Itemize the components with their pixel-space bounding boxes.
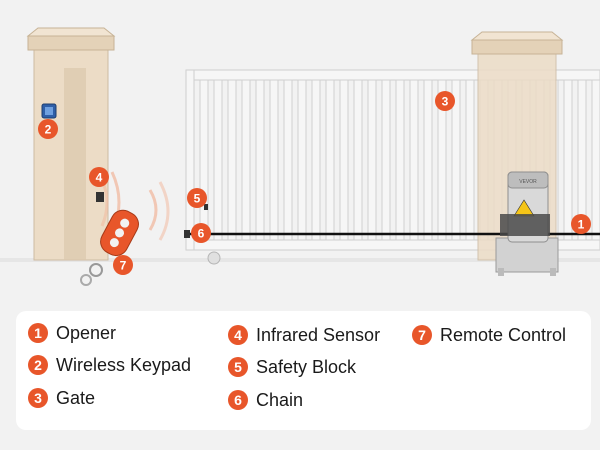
gate-bar xyxy=(577,79,587,241)
legend-badge: 3 xyxy=(28,388,48,408)
callout-number: 3 xyxy=(442,95,449,109)
gate-bar xyxy=(437,79,447,241)
legend-label: Chain xyxy=(256,389,304,410)
gate-wheel xyxy=(207,251,221,265)
legend-badge: 6 xyxy=(228,390,248,410)
gate-bar xyxy=(423,79,433,241)
gate-bar xyxy=(367,79,377,241)
gate-diagram: VEVOR 1 2 3 4 5 6 7 xyxy=(0,27,600,286)
callout-number: 6 xyxy=(198,227,205,241)
gate-bar xyxy=(409,79,419,241)
gate-bar xyxy=(269,79,279,241)
callout-remote-control: 7 xyxy=(113,255,133,275)
safety-block-icon xyxy=(204,204,208,210)
opener-motor: VEVOR xyxy=(495,171,559,276)
ground-line xyxy=(0,258,600,262)
gate-bar xyxy=(241,79,251,241)
callout-circle xyxy=(38,119,58,139)
legend-badge: 2 xyxy=(28,355,48,375)
callout-badges: 1 2 3 4 5 6 7 xyxy=(38,91,591,275)
legend-label: Infrared Sensor xyxy=(256,324,381,345)
legend-badge: 1 xyxy=(28,323,48,343)
legend-item-infrared-sensor: 4 Infrared Sensor xyxy=(228,323,380,347)
legend-item-remote-control: 7 Remote Control xyxy=(412,323,566,347)
callout-circle xyxy=(191,223,211,243)
gate-bar xyxy=(325,79,335,241)
gate-bar xyxy=(381,79,391,241)
gate-bar xyxy=(451,79,461,241)
callout-circle xyxy=(113,255,133,275)
callout-wireless-keypad: 2 xyxy=(38,119,58,139)
gate-bar xyxy=(297,79,307,241)
callout-circle xyxy=(571,214,591,234)
infrared-sensor-icon xyxy=(96,192,104,202)
callout-gate: 3 xyxy=(435,91,455,111)
legend-item-chain: 6 Chain xyxy=(228,388,303,412)
chain-anchor-icon xyxy=(184,230,190,238)
legend-label: Safety Block xyxy=(256,356,357,377)
legend-label: Wireless Keypad xyxy=(56,354,192,375)
gate-bar xyxy=(227,79,237,241)
gate-bar xyxy=(353,79,363,241)
legend-badge: 7 xyxy=(412,325,432,345)
gate-bar xyxy=(591,79,600,241)
device-brand: VEVOR xyxy=(519,179,537,185)
legend-item-gate: 3 Gate xyxy=(28,386,95,410)
callout-safety-block: 5 xyxy=(187,188,207,208)
callout-circle xyxy=(89,167,109,187)
keypad-icon xyxy=(41,103,57,119)
gate-bar xyxy=(199,79,209,241)
gate-bar xyxy=(395,79,405,241)
legend-item-opener: 1 Opener xyxy=(28,321,116,345)
gate-bar xyxy=(283,79,293,241)
callout-number: 7 xyxy=(120,259,127,273)
gate-bar xyxy=(465,79,475,241)
legend-label: Gate xyxy=(56,387,96,408)
gate-bar xyxy=(311,79,321,241)
gate-bar xyxy=(563,79,573,241)
callout-number: 4 xyxy=(96,171,103,185)
legend-panel: 1 Opener 2 Wireless Keypad 3 Gate 4 Infr… xyxy=(16,311,591,430)
callout-opener: 1 xyxy=(571,214,591,234)
gate-bar xyxy=(213,79,223,241)
legend-item-safety-block: 5 Safety Block xyxy=(228,355,356,379)
callout-chain: 6 xyxy=(191,223,211,243)
callout-circle xyxy=(435,91,455,111)
gate-bar xyxy=(339,79,349,241)
left-pillar xyxy=(26,27,116,261)
callout-circle xyxy=(187,188,207,208)
legend-badge: 5 xyxy=(228,357,248,377)
legend-badge: 4 xyxy=(228,325,248,345)
callout-number: 1 xyxy=(578,218,585,232)
callout-number: 5 xyxy=(194,192,201,206)
gate-bar xyxy=(255,79,265,241)
legend-item-wireless-keypad: 2 Wireless Keypad xyxy=(28,353,191,377)
callout-infrared-sensor: 4 xyxy=(89,167,109,187)
legend-label: Opener xyxy=(56,322,117,343)
callout-number: 2 xyxy=(45,123,52,137)
legend-label: Remote Control xyxy=(440,324,567,345)
